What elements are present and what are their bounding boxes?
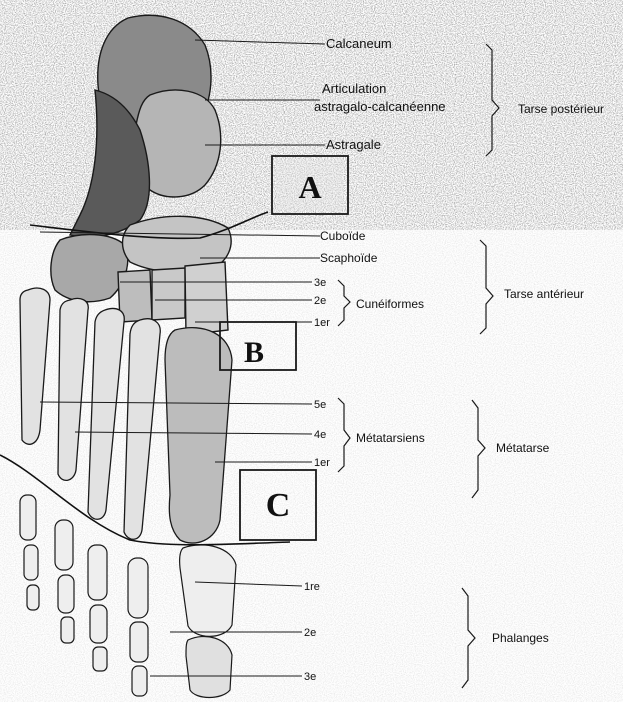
label-cuboide: Cuboïde [320, 229, 366, 243]
label-astragale: Astragale [326, 137, 381, 152]
label-phalange-1: 1re [304, 581, 320, 593]
cuneiforme-1-bone [185, 262, 228, 335]
label-cuneiforme-1: 1er [314, 317, 330, 329]
phalanx-3-mid [90, 605, 107, 643]
cuboide-bone [51, 235, 128, 302]
label-phalange-2: 2e [304, 627, 316, 639]
label-calcaneum: Calcaneum [326, 36, 392, 51]
box-b-label: B [244, 336, 264, 369]
phalanx-2-prox [128, 558, 148, 618]
box-a: A [272, 156, 348, 214]
label-metatarsien-1: 1er [314, 457, 330, 469]
label-cuneiforme-2: 2e [314, 295, 326, 307]
phalanx-3-dist [93, 647, 107, 671]
phalanx-2-dist [132, 666, 147, 696]
phalanx-1-prox [180, 545, 236, 636]
label-metatarse: Métatarse [496, 441, 550, 455]
phalanx-3-prox [88, 545, 107, 600]
box-c-label: C [266, 487, 291, 524]
label-tarse-posterieur: Tarse postérieur [518, 102, 604, 116]
label-articulation-1: Articulation [322, 81, 386, 96]
phalanx-4-mid [58, 575, 74, 613]
label-metatarsien-5: 5e [314, 399, 326, 411]
label-cuneiformes: Cunéiformes [356, 297, 424, 311]
phalanx-4-dist [61, 617, 74, 643]
label-tarse-anterieur: Tarse antérieur [504, 287, 584, 301]
label-scaphoide: Scaphoïde [320, 251, 378, 265]
phalanx-5-mid [24, 545, 38, 580]
box-a-label: A [298, 169, 321, 205]
phalanx-5-dist [27, 585, 39, 610]
phalanx-1-dist [186, 636, 232, 697]
cuneiforme-2-bone [152, 268, 185, 320]
label-phalange-3: 3e [304, 671, 316, 683]
label-phalanges: Phalanges [492, 631, 549, 645]
phalanx-2-mid [130, 622, 148, 662]
phalanx-5-prox [20, 495, 36, 540]
label-metatarsiens: Métatarsiens [356, 431, 425, 445]
label-articulation-2: astragalo-calcanéenne [314, 99, 446, 114]
label-cuneiforme-3: 3e [314, 277, 326, 289]
label-metatarsien-4: 4e [314, 429, 326, 441]
phalanx-4-prox [55, 520, 73, 570]
